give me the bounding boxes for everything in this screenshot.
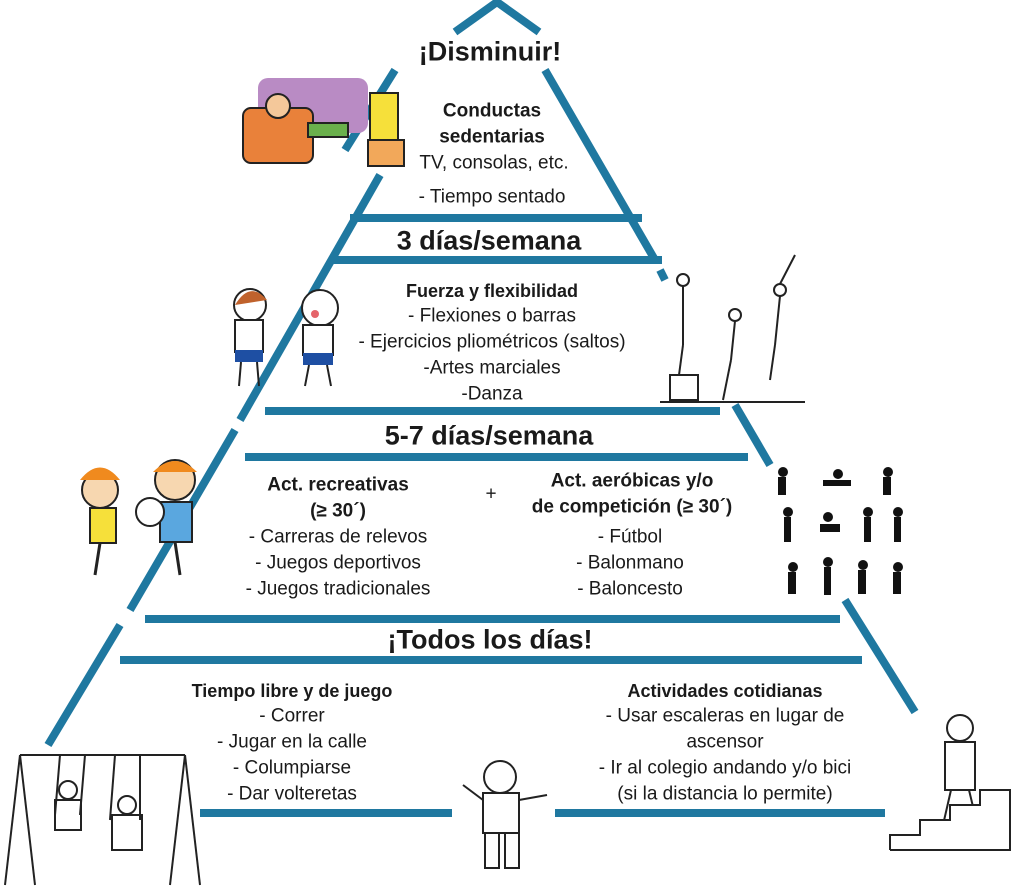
sports-icons-illustration [778,467,903,595]
aerobic-item: - Baloncesto [577,578,683,600]
recreational-title: (≥ 30´) [310,500,366,522]
daily-activities-item: (si la distancia lo permite) [617,783,833,805]
every-day-heading: ¡Todos los días! [387,624,593,655]
pyramid-right-edge [541,67,659,263]
pyramid-right-edge [731,402,774,468]
free-time-title: Tiempo libre y de juego [191,681,393,701]
recreational-item: - Carreras de relevos [248,526,428,548]
free-time-item: - Dar volteretas [227,783,357,805]
walking-child-illustration [462,760,548,869]
free-time-item: - Columpiarse [232,757,352,779]
pyramid-apex [452,0,542,36]
plus-sign: + [485,483,497,505]
daily-activities-item: - Usar escaleras en lugar de [605,705,845,727]
strength-title: Fuerza y flexibilidad [405,281,579,301]
tv-couch-illustration [242,78,405,167]
stairs-climbing-illustration [889,714,1011,851]
recreational-title: Act. recreativas [267,474,409,496]
sedentary-item: TV, consolas, etc. [419,152,569,174]
daily-activities-item: ascensor [686,731,764,753]
swing-illustration [4,754,201,886]
pyramid-right-edge [656,268,669,282]
five-seven-days-heading: 5-7 días/semana [384,420,594,451]
daily-activities-item: - Ir al colegio andando y/o bici [598,757,852,779]
jumping-sequence-illustration [660,254,805,403]
aerobic-item: - Fútbol [597,526,663,548]
kids-playing-football-illustration [80,459,197,576]
sedentary-title: Conductas [442,100,542,122]
aerobic-title: Act. aeróbicas y/o [550,470,714,492]
sedentary-title: sedentarias [439,126,545,148]
pyramid-left-edge [44,622,124,748]
aerobic-item: - Balonmano [576,552,684,574]
strength-item: -Artes marciales [423,357,561,379]
aerobic-title: de competición (≥ 30´) [531,496,733,518]
daily-activities-title: Actividades cotidianas [627,681,823,701]
pyramid-right-edge [841,597,919,715]
sedentary-item: - Tiempo sentado [418,186,566,208]
free-time-item: - Jugar en la calle [217,731,367,753]
free-time-item: - Correr [259,705,325,727]
recreational-item: - Juegos tradicionales [245,578,431,600]
stretching-kids-illustration [233,288,339,387]
strength-item: -Danza [461,383,523,405]
strength-item: - Ejercicios pliométricos (saltos) [358,331,626,353]
recreational-item: - Juegos deportivos [255,552,421,574]
disminuir-heading: ¡Disminuir! [418,36,562,67]
three-days-heading: 3 días/semana [396,225,582,256]
strength-item: - Flexiones o barras [408,305,576,327]
